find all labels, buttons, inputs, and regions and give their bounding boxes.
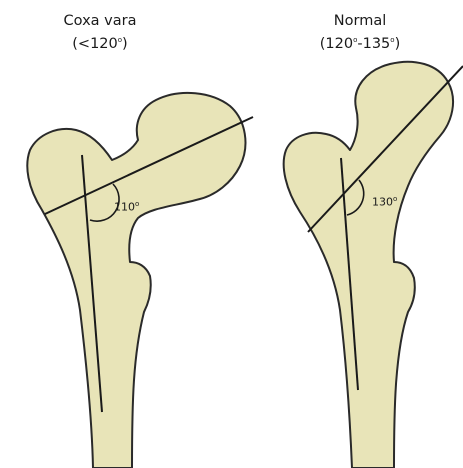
- normal-angle-label: 130o: [372, 195, 397, 209]
- normal-femur: [284, 62, 463, 468]
- normal-femur-outline: [284, 62, 453, 468]
- coxa-vara-femur: [27, 93, 253, 468]
- coxa-vara-angle-label: 110o: [114, 200, 139, 214]
- coxa-vara-femur-outline: [27, 93, 245, 468]
